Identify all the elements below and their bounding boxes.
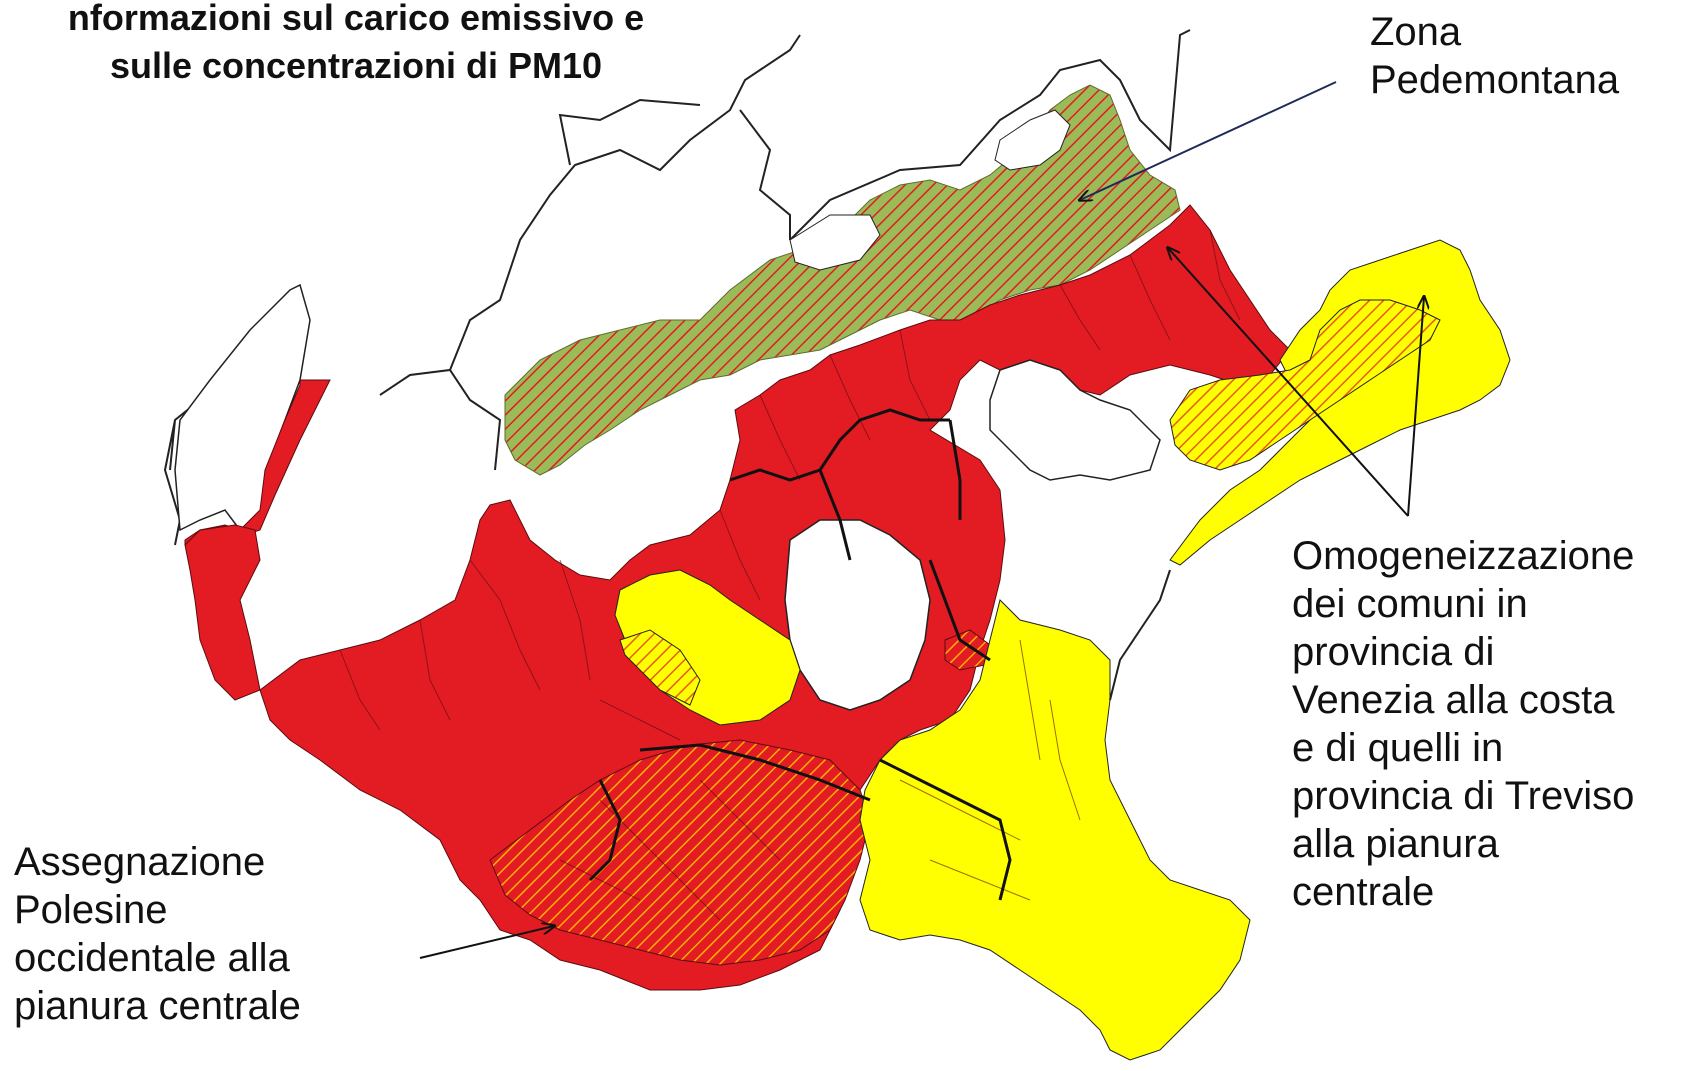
annotation-omog-line: dei comuni in bbox=[1292, 582, 1528, 626]
arrow-pedemontana bbox=[1080, 81, 1337, 200]
enclave-white-east bbox=[989, 359, 1161, 481]
annotation-omog-line: provincia di Treviso bbox=[1292, 774, 1635, 818]
annotation-omogeneizzazione: Omogeneizzazione dei comuni in provincia… bbox=[1292, 532, 1702, 916]
annotation-polesine: Assegnazione Polesine occidentale alla p… bbox=[14, 838, 414, 1030]
annotation-polesine-line: pianura centrale bbox=[14, 984, 301, 1028]
map-title-line-1: nformazioni sul carico emissivo e bbox=[67, 0, 645, 38]
annotation-omog-line: Omogeneizzazione bbox=[1292, 534, 1635, 578]
map-title: nformazioni sul carico emissivo e sulle … bbox=[0, 0, 716, 90]
zone-costa bbox=[859, 599, 1251, 1061]
coastline bbox=[1109, 569, 1171, 701]
annotation-polesine-line: Polesine bbox=[14, 888, 168, 932]
annotation-polesine-line: Assegnazione bbox=[14, 840, 266, 884]
arrow-omog-venezia bbox=[1407, 297, 1424, 517]
enclave-white-2 bbox=[789, 214, 881, 271]
municipal-boundaries bbox=[339, 229, 1241, 921]
enclave-white-1 bbox=[994, 109, 1071, 171]
zone-polesine bbox=[489, 739, 871, 966]
annotation-pedemontana-line: Zona bbox=[1370, 10, 1462, 54]
annotation-pedemontana: Zona Pedemontana bbox=[1370, 8, 1700, 104]
annotation-omog-line: Venezia alla costa bbox=[1292, 678, 1615, 722]
annotation-omog-line: provincia di bbox=[1292, 630, 1495, 674]
annotation-omog-line: centrale bbox=[1292, 870, 1435, 914]
annotation-pedemontana-line: Pedemontana bbox=[1370, 58, 1620, 102]
lake-garda-outline bbox=[174, 283, 311, 532]
zone-pianura-west bbox=[184, 524, 261, 701]
arrow-polesine bbox=[419, 926, 554, 959]
map-title-line-2: sulle concentrazioni di PM10 bbox=[109, 45, 603, 86]
annotation-polesine-line: occidentale alla bbox=[14, 936, 290, 980]
arrow-omog-treviso bbox=[1168, 248, 1409, 517]
province-boundaries bbox=[588, 408, 1012, 901]
annotation-omog-line: alla pianura bbox=[1292, 822, 1499, 866]
annotation-omog-line: e di quelli in bbox=[1292, 726, 1504, 770]
zone-yellow-padova-hatched bbox=[619, 629, 701, 706]
